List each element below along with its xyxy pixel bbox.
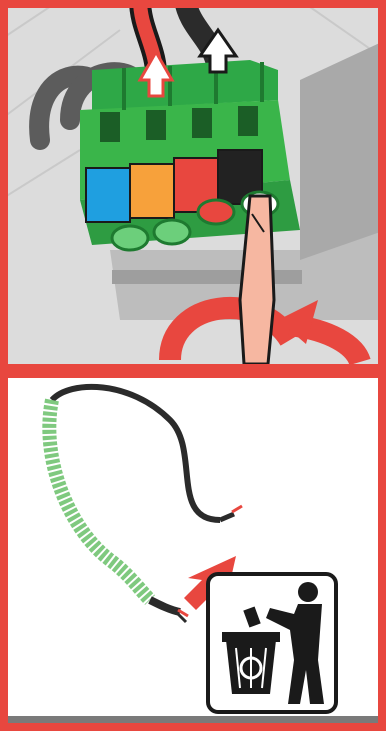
slot-orange	[130, 164, 174, 218]
top-panel	[0, 0, 386, 364]
bottom-panel	[0, 378, 386, 731]
panel-divider	[0, 364, 386, 378]
recycle-bin-icon	[208, 574, 336, 712]
slot-blue	[86, 168, 130, 222]
